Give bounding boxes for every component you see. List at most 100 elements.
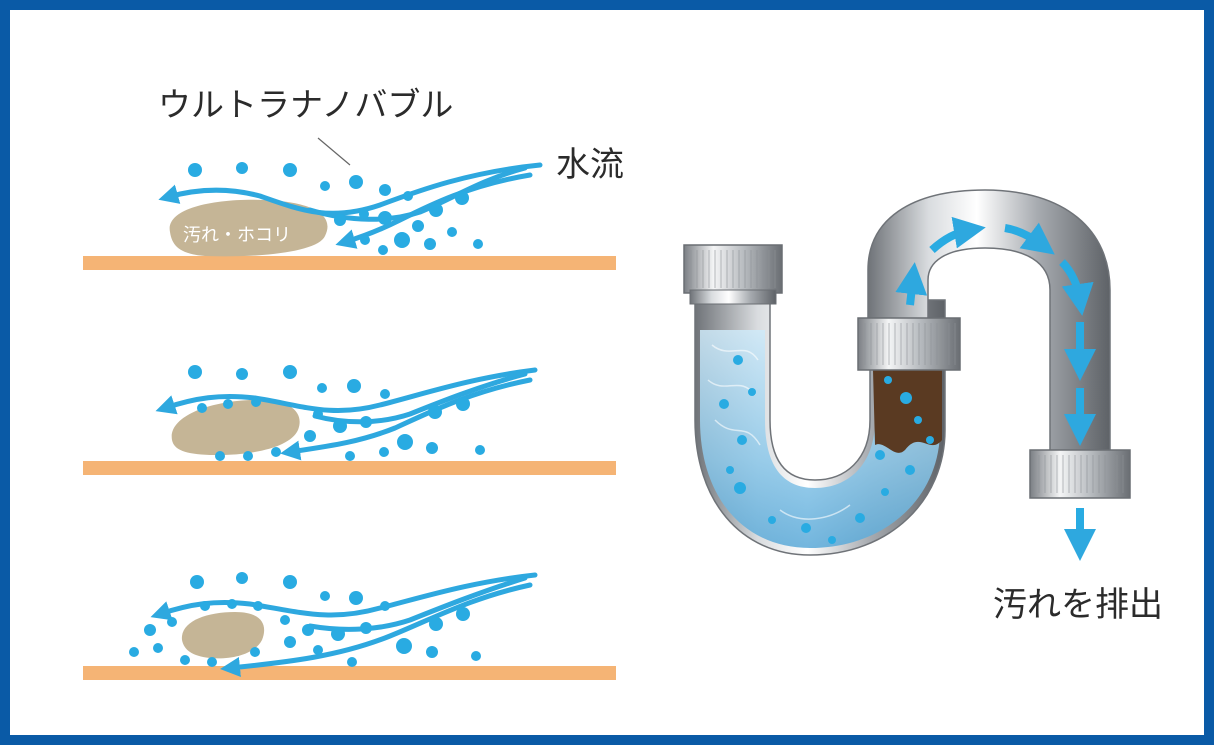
- bubble: [349, 591, 363, 605]
- bubble: [180, 655, 190, 665]
- bubble: [733, 355, 743, 365]
- bubble: [223, 399, 233, 409]
- bubble: [828, 536, 836, 544]
- flow-arrow: [155, 367, 538, 415]
- bubble: [349, 175, 363, 189]
- s-trap-pipe: 汚れを排出: [683, 189, 1163, 625]
- dirt-blob: [181, 612, 265, 659]
- bubble: [347, 379, 361, 393]
- bubble: [197, 403, 207, 413]
- bubble: [429, 617, 443, 631]
- bubble: [333, 419, 347, 433]
- dirt-blob: [171, 399, 300, 456]
- bubble: [456, 397, 470, 411]
- bubble: [190, 575, 204, 589]
- bubble: [313, 645, 323, 655]
- bubble: [380, 389, 390, 399]
- bubble: [473, 239, 483, 249]
- bubble: [334, 214, 346, 226]
- bubble: [129, 647, 139, 657]
- bubble: [283, 163, 297, 177]
- bubble: [379, 447, 389, 457]
- bubble: [456, 607, 470, 621]
- ultra-nano-bubble-label: ウルトラナノバブル: [158, 85, 453, 124]
- flow-arrow: [1059, 259, 1094, 316]
- bubble: [424, 238, 436, 250]
- bubble: [379, 184, 391, 196]
- bubble: [900, 392, 912, 404]
- bubble: [428, 405, 442, 419]
- bubble: [734, 482, 746, 494]
- flow-arrow: [895, 262, 928, 306]
- bubble: [768, 516, 776, 524]
- flow-arrow: [1004, 222, 1055, 255]
- bubble: [360, 622, 372, 634]
- bubble: [455, 191, 469, 205]
- pipe-fitting-ribs: [690, 250, 776, 288]
- floor-surface: [83, 461, 616, 475]
- bubble: [719, 399, 729, 409]
- flow-arrow: [929, 216, 986, 253]
- flow-arrow: [150, 572, 538, 621]
- water-swirl: [714, 419, 761, 446]
- bubble: [250, 647, 260, 657]
- bubble: [748, 388, 756, 396]
- water-flow-label: 水流: [556, 145, 624, 185]
- bubble: [207, 657, 217, 667]
- pipe-arch: [867, 189, 1111, 461]
- panel-1: 汚れ・ホコリ ウルトラナノバブル 水流: [83, 85, 624, 270]
- bubble: [280, 615, 290, 625]
- bubble: [360, 416, 372, 428]
- bubble: [236, 368, 248, 380]
- flow-arrow: [307, 165, 528, 222]
- bubble: [188, 365, 202, 379]
- bubble: [359, 209, 369, 219]
- bubble: [726, 466, 734, 474]
- pipe-fitting-ribs: [862, 323, 956, 365]
- bubble: [317, 383, 327, 393]
- flow-arrow: [220, 582, 533, 677]
- pipe-collar-left: [689, 289, 777, 305]
- flow-arrow: [307, 575, 528, 632]
- bubble: [881, 488, 889, 496]
- water-swirl: [711, 344, 759, 361]
- bubble: [360, 235, 370, 245]
- bubble: [875, 450, 885, 460]
- pipe-fitting-ribs: [1035, 455, 1125, 493]
- bubble: [331, 627, 345, 641]
- left-panels: 汚れ・ホコリ ウルトラナノバブル 水流: [83, 85, 624, 680]
- bubble: [320, 591, 330, 601]
- bubble: [243, 451, 253, 461]
- bubble: [426, 646, 438, 658]
- bubble: [801, 523, 811, 533]
- bubble: [302, 624, 314, 636]
- floor-surface: [83, 256, 616, 270]
- dirt-blob: [169, 199, 328, 257]
- bubble: [271, 447, 281, 457]
- bubble: [313, 409, 323, 419]
- bubble: [153, 643, 163, 653]
- pipe-water: [700, 330, 940, 548]
- bubble: [253, 601, 263, 611]
- bubble: [227, 599, 237, 609]
- panel-2: [83, 365, 616, 475]
- bubble: [236, 162, 248, 174]
- bubble: [188, 163, 202, 177]
- bubble: [855, 513, 865, 523]
- bubble: [884, 376, 892, 384]
- bubble: [397, 434, 413, 450]
- bubble: [905, 465, 915, 475]
- bubble: [471, 651, 481, 661]
- bubble: [396, 638, 412, 654]
- bubble: [926, 436, 934, 444]
- bubble: [378, 211, 392, 225]
- bubble: [347, 657, 357, 667]
- bubble: [345, 451, 355, 461]
- bubble: [251, 397, 261, 407]
- bubble: [394, 232, 410, 248]
- bubble: [737, 435, 747, 445]
- bubble: [304, 430, 316, 442]
- floor-surface: [83, 666, 616, 680]
- bubble: [426, 442, 438, 454]
